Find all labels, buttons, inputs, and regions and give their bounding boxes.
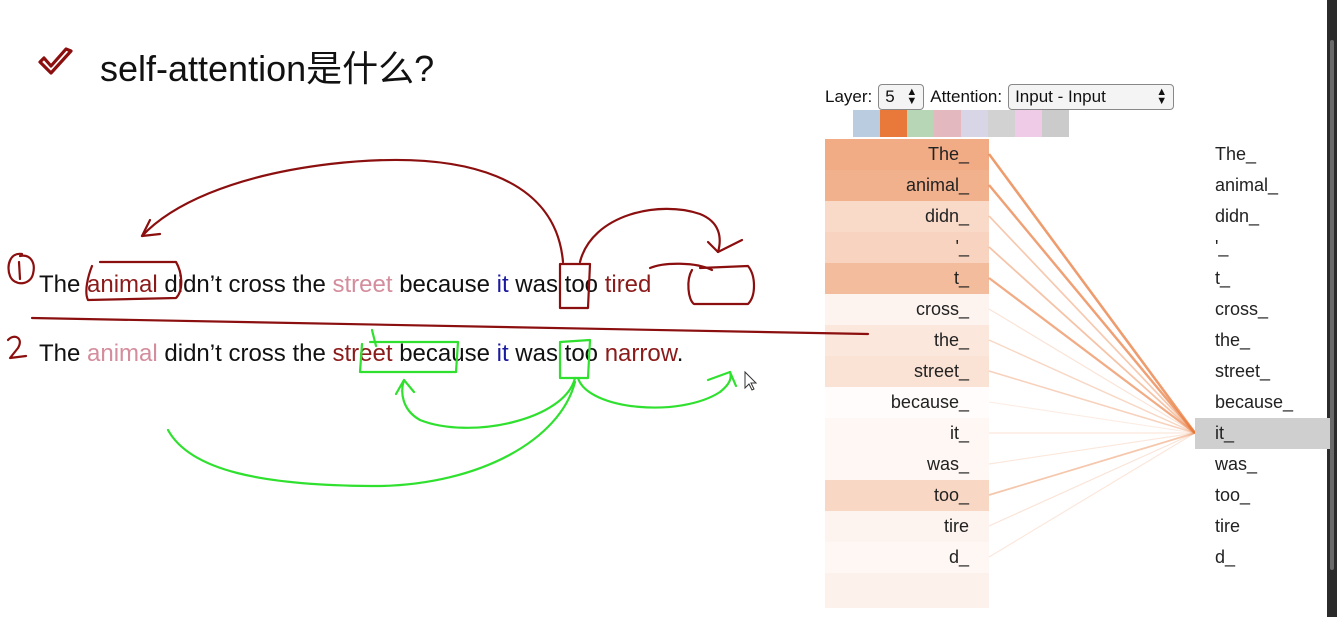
attention-line	[988, 215, 1196, 434]
left-token[interactable]: didn_	[825, 201, 989, 232]
right-token[interactable]: the_	[1215, 330, 1251, 350]
head-swatch-1[interactable]	[853, 110, 880, 137]
head-swatch-2[interactable]	[880, 110, 907, 137]
left-token[interactable]: tire	[825, 511, 989, 542]
left-token[interactable]: because_	[890, 392, 969, 412]
right-token[interactable]: didn_	[1215, 206, 1260, 226]
attention-value: Input - Input	[1015, 87, 1106, 106]
right-token[interactable]: animal_	[1215, 175, 1279, 195]
sentence-2-token: The	[39, 340, 81, 367]
sentence-1-token: street	[332, 271, 393, 298]
sentence-1-token: tired	[604, 271, 652, 298]
attention-line	[988, 401, 1196, 434]
head-swatch-8[interactable]	[1042, 110, 1069, 137]
right-token[interactable]: it_	[1195, 418, 1330, 449]
left-token[interactable]	[825, 573, 989, 608]
sentence-2-token: it	[496, 340, 509, 367]
scrollbar-thumb[interactable]	[1330, 40, 1334, 570]
layer-value: 5	[885, 87, 895, 106]
attention-line	[988, 246, 1196, 434]
slide-title: self-attention是什么?	[100, 48, 435, 89]
attention-line	[988, 339, 1196, 434]
head-swatch-7[interactable]	[1015, 110, 1042, 137]
attention-line	[988, 370, 1196, 434]
sentence-2-token: animal	[87, 340, 158, 367]
sentence-1-token: it	[496, 271, 509, 298]
attention-line	[988, 277, 1196, 434]
right-token[interactable]: '_	[1215, 237, 1229, 257]
left-token-column: The_animal_didn_'_t_cross_the_street_bec…	[825, 139, 989, 608]
checkmark-icon	[38, 47, 73, 75]
attention-line	[988, 432, 1196, 496]
stepper-arrows-icon: ▲▼	[906, 86, 918, 107]
head-swatch-5[interactable]	[961, 110, 988, 137]
left-token[interactable]: street_	[825, 356, 989, 387]
attention-line	[988, 432, 1196, 558]
right-token[interactable]: cross_	[1215, 299, 1269, 319]
left-token[interactable]: the_	[825, 325, 989, 356]
head-swatch-4[interactable]	[934, 110, 961, 137]
sentence-2-token: narrow	[604, 340, 677, 367]
head-swatch-3[interactable]	[907, 110, 934, 137]
window-edge-scrollbar[interactable]	[1327, 0, 1337, 617]
head-color-swatches	[853, 110, 1069, 137]
right-token[interactable]: street_	[1215, 361, 1271, 381]
attention-line	[988, 184, 1196, 434]
left-token[interactable]: t_	[825, 263, 989, 294]
right-token[interactable]: t_	[1215, 268, 1231, 288]
right-token-column: The_ animal_ didn_ '_ t_ cross_ the_ street_bec…	[1195, 139, 1330, 573]
head-swatch-6[interactable]	[988, 110, 1015, 137]
right-token[interactable]: was_	[1215, 454, 1258, 474]
attention-select[interactable]: Input - Input ▲▼	[1008, 84, 1175, 110]
left-token[interactable]: animal_	[825, 170, 989, 201]
left-token[interactable]: The_	[825, 139, 989, 170]
sentence-1-token: because	[399, 271, 490, 298]
layer-label: Layer:	[825, 87, 873, 106]
attention-line	[988, 308, 1196, 434]
left-token[interactable]: cross_	[825, 294, 989, 325]
select-arrows-icon: ▲▼	[1156, 86, 1168, 107]
sentence-1: The animal didn’t cross the street becau…	[39, 271, 651, 299]
sentence-2-token: .	[676, 340, 684, 367]
attention-label: Attention:	[930, 87, 1003, 106]
attention-line	[988, 432, 1196, 527]
right-token[interactable]: because_	[1215, 392, 1294, 412]
right-token[interactable]: tire	[1215, 516, 1241, 536]
attention-line	[987, 153, 1197, 434]
right-token[interactable]: too_	[1215, 485, 1251, 505]
sentence-1-token: The	[39, 271, 81, 298]
attention-line	[988, 432, 1196, 465]
left-token[interactable]: it_	[825, 418, 989, 449]
left-token[interactable]: '_	[825, 232, 989, 263]
left-token[interactable]: was_	[825, 449, 989, 480]
right-token[interactable]: The_	[1215, 144, 1257, 164]
layer-select[interactable]: 5 ▲▼	[878, 84, 925, 110]
sentence-1-token: didn’t cross the	[164, 271, 326, 298]
sentence-2-token: didn’t cross the	[164, 340, 326, 367]
left-token[interactable]: d_	[825, 542, 989, 573]
visualizer-controls: Layer: 5 ▲▼ Attention: Input - Input ▲▼	[825, 84, 1175, 110]
right-token[interactable]: d_	[1215, 547, 1236, 567]
left-token[interactable]: too_	[825, 480, 989, 511]
